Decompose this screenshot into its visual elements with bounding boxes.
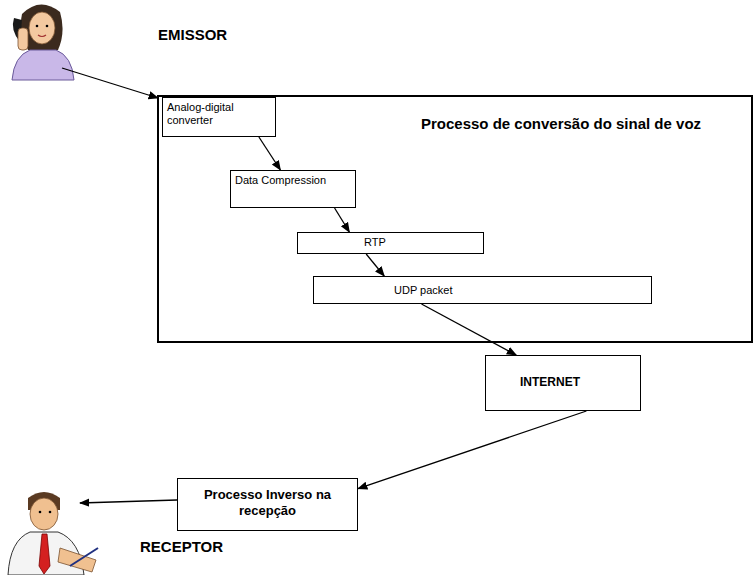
receiver-figure [8, 492, 98, 575]
flow-arrow [259, 137, 281, 170]
network-box: INTERNET [485, 355, 641, 411]
process-box: Data Compression [230, 170, 356, 208]
box-label: Analog-digital converter [167, 101, 271, 127]
output-arrow [80, 500, 177, 503]
flow-arrow [421, 304, 516, 355]
role-label: RECEPTOR [140, 538, 223, 555]
box-label: RTP [364, 236, 479, 249]
role-label: EMISSOR [158, 26, 227, 43]
process-group: Processo de conversão do sinal de voz Ana… [157, 95, 753, 343]
box-label: Processo Inverso na recepção [186, 487, 349, 518]
process-box: UDP packet [313, 276, 652, 304]
flow-arrow [358, 411, 586, 489]
input-arrow [62, 68, 158, 98]
group-heading: Processo de conversão do sinal de voz [411, 115, 711, 133]
process-box: RTP [297, 232, 484, 254]
process-box: Analog-digital converter [162, 97, 276, 137]
process-box: Processo Inverso na recepção [177, 478, 358, 531]
flow-arrow [335, 208, 350, 232]
box-label: UDP packet [394, 284, 647, 297]
flow-arrow [366, 254, 384, 276]
box-label: Data Compression [235, 174, 351, 187]
box-label: INTERNET [520, 375, 636, 389]
